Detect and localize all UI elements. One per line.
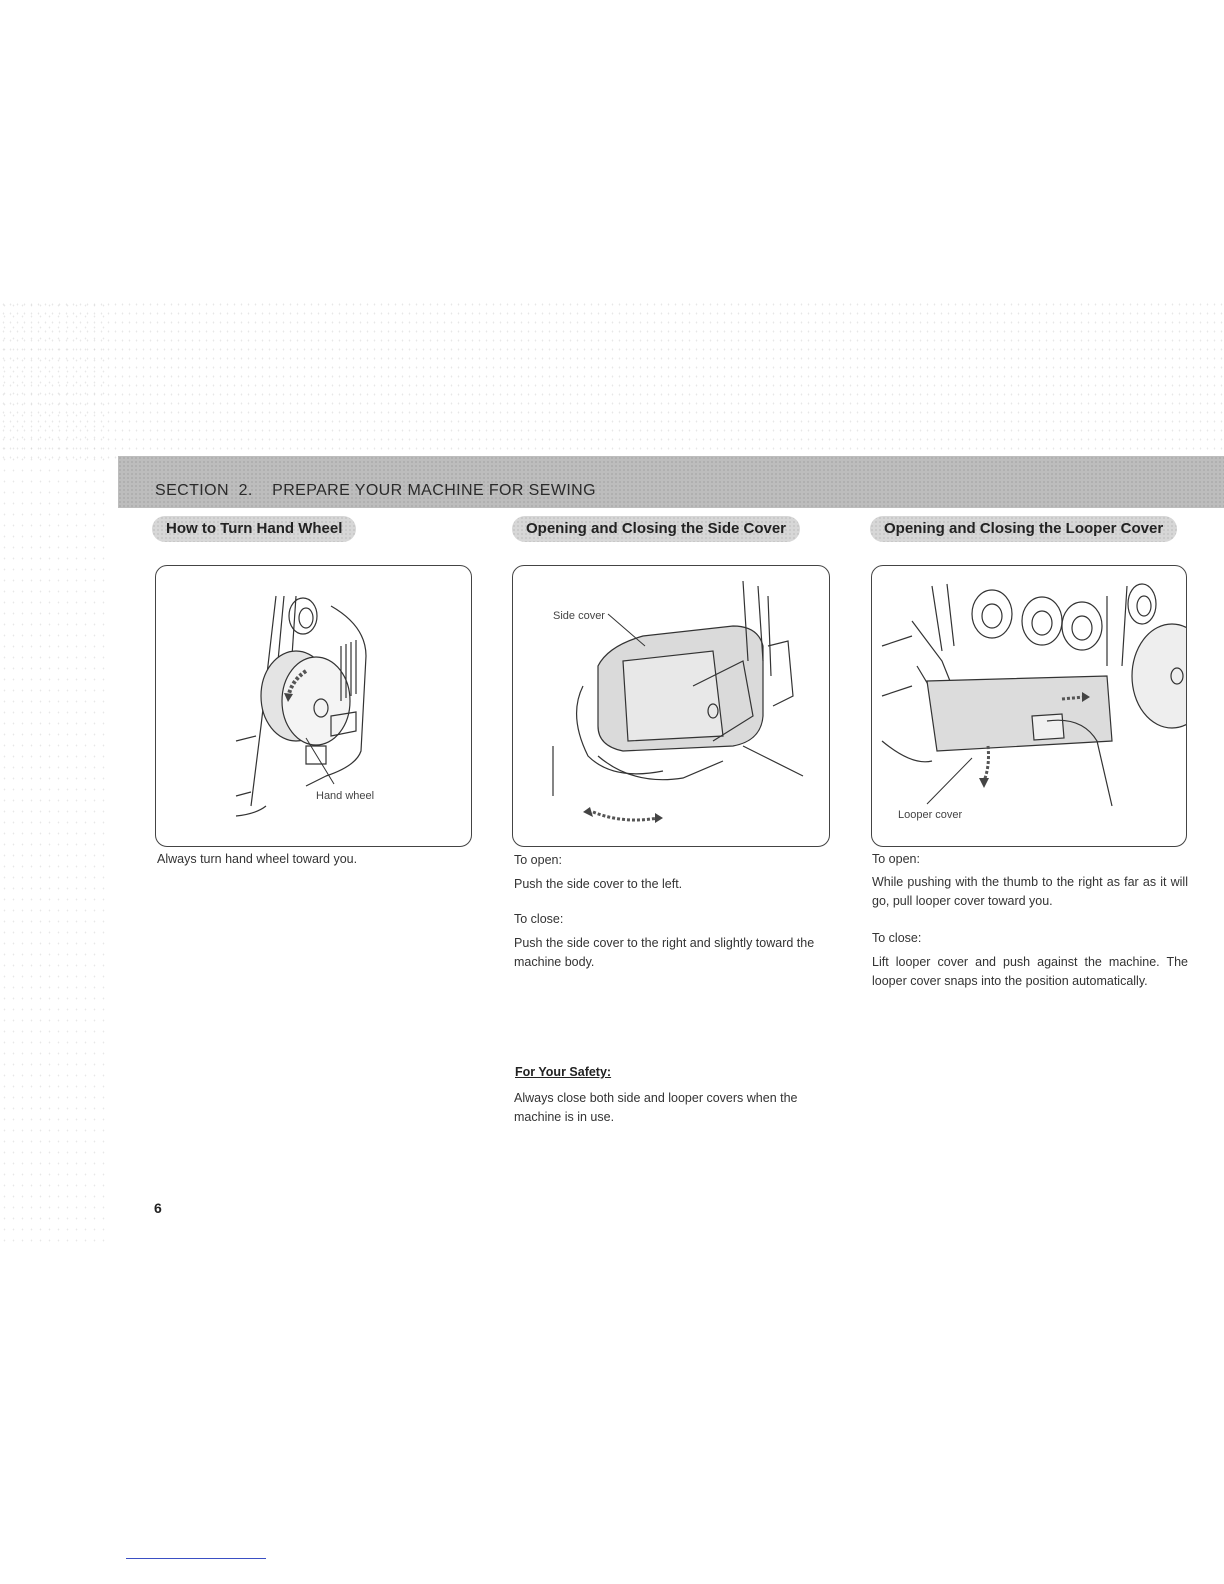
page-number: 6	[154, 1200, 162, 1216]
footer-rule	[126, 1558, 266, 1559]
side-cover-close-label: To close:	[514, 912, 564, 926]
heading-looper-cover: Opening and Closing the Looper Cover	[870, 516, 1178, 542]
looper-cover-illustration: Looper cover	[871, 565, 1187, 847]
looper-cover-close-text: Lift looper cover and push against the m…	[872, 955, 1188, 988]
side-cover-open-text: Push the side cover to the left.	[514, 877, 683, 891]
safety-heading: For Your Safety:	[515, 1065, 612, 1079]
side-cover-illustration: Side cover	[512, 565, 830, 847]
hand-wheel-illustration: Hand wheel	[155, 565, 472, 847]
background-speckle	[0, 300, 1224, 460]
margin-speckle	[0, 300, 110, 1250]
looper-cover-open-label: To open:	[872, 852, 920, 866]
hand-wheel-callout: Hand wheel	[316, 790, 375, 802]
safety-text: Always close both side and looper covers…	[514, 1091, 798, 1124]
section-title: SECTION 2. PREPARE YOUR MACHINE FOR SEWI…	[155, 482, 596, 499]
hand-wheel-drawing	[235, 595, 367, 817]
section-bar	[118, 456, 1224, 508]
side-cover-callout: Side cover	[553, 610, 605, 622]
side-cover-open-label: To open:	[514, 853, 562, 867]
looper-cover-callout: Looper cover	[898, 809, 963, 821]
heading-hand-wheel: How to Turn Hand Wheel	[152, 516, 357, 542]
looper-cover-drawing	[881, 583, 1186, 807]
hand-wheel-caption: Always turn hand wheel toward you.	[157, 852, 358, 866]
heading-side-cover: Opening and Closing the Side Cover	[512, 516, 801, 542]
looper-cover-open-text: While pushing with the thumb to the righ…	[872, 875, 1188, 908]
side-cover-close-text: Push the side cover to the right and sli…	[514, 936, 815, 969]
looper-cover-close-label: To close:	[872, 931, 922, 945]
side-cover-drawing	[552, 580, 804, 823]
